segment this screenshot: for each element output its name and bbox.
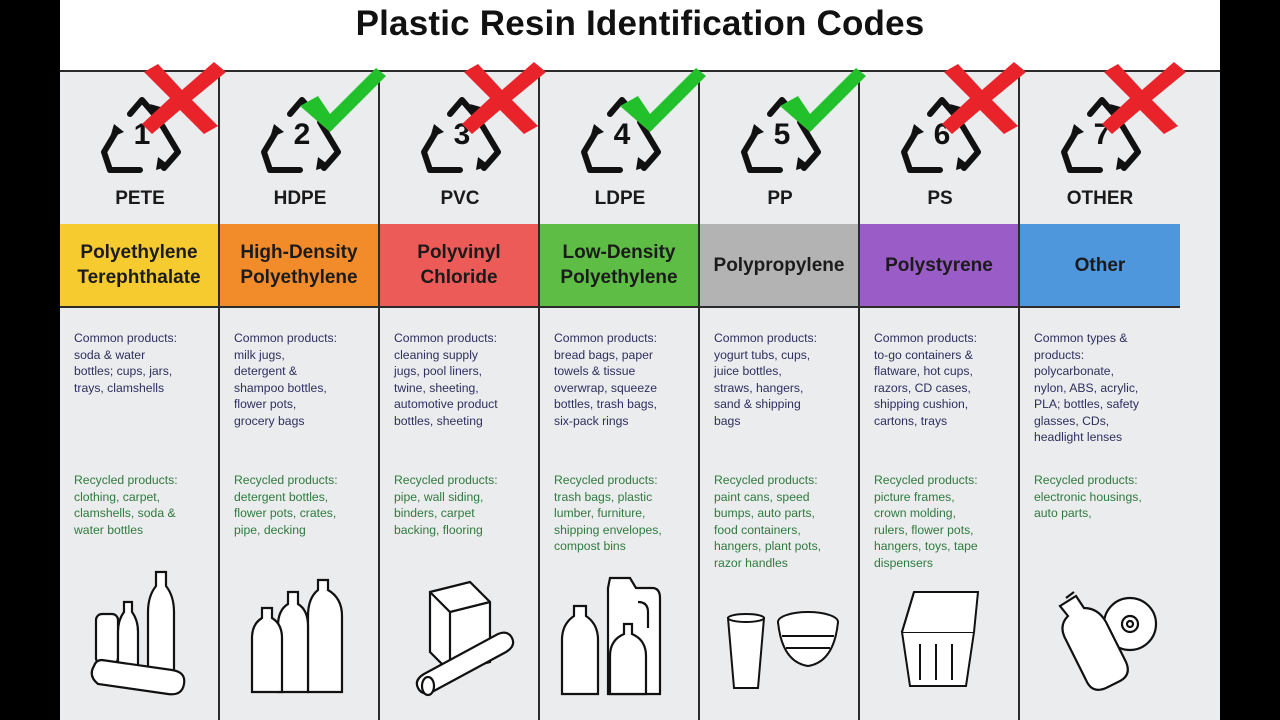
cup-and-bowl-icon <box>720 562 844 702</box>
check-mark-icon <box>616 58 708 136</box>
recycled-products-text: Recycled products: detergent bottles, fl… <box>234 473 338 537</box>
resin-abbreviation: PETE <box>115 188 165 209</box>
recycled-products-text: Recycled products: clothing, carpet, cla… <box>74 473 178 537</box>
resin-number: 5 <box>773 118 791 151</box>
resin-number: 4 <box>613 118 631 151</box>
check-mark-icon <box>776 58 868 136</box>
resin-name-line-2: Polyethylene <box>240 267 358 288</box>
resin-abbreviation: PVC <box>440 188 480 209</box>
recycled-products-text: Recycled products: picture frames, crown… <box>874 473 978 570</box>
jugs-icon <box>560 562 684 702</box>
cross-mark-icon <box>936 58 1028 136</box>
recycle-triangle-icon: 5 <box>740 94 824 178</box>
recycle-triangle-icon: 1 <box>100 94 184 178</box>
resin-abbreviation: HDPE <box>273 188 327 209</box>
page-title: Plastic Resin Identification Codes <box>355 4 925 43</box>
bottle-and-cd-icon <box>1040 562 1164 702</box>
resin-name-line-2: Polyethylene <box>560 267 678 288</box>
common-products-text: Common products: cleaning supply jugs, p… <box>394 331 498 428</box>
common-products-text: Common products: to-go containers & flat… <box>874 331 977 428</box>
recycled-products-text: Recycled products: pipe, wall siding, bi… <box>394 473 498 537</box>
resin-abbreviation: OTHER <box>1066 188 1134 209</box>
resin-abbreviation: PP <box>767 188 793 209</box>
cross-mark-icon <box>136 58 228 136</box>
resin-name-line-1: Polyethylene <box>80 242 198 263</box>
cross-mark-icon <box>456 58 548 136</box>
recycled-products-text: Recycled products: trash bags, plastic l… <box>554 473 662 553</box>
common-products-text: Common products: milk jugs, detergent & … <box>234 331 337 428</box>
resin-name-line-2: Terephthalate <box>77 267 201 288</box>
recycled-products-text: Recycled products: paint cans, speed bum… <box>714 473 822 570</box>
resin-name-line-1: Other <box>1074 254 1126 276</box>
shampoo-bottles-icon <box>240 562 364 702</box>
recycled-products-text: Recycled products: electronic housings, … <box>1034 473 1142 520</box>
common-products-text: Common products: soda & water bottles; c… <box>74 331 177 395</box>
resin-name-line-1: Low-Density <box>562 242 676 263</box>
resin-number: 2 <box>293 118 311 151</box>
resin-name-line-1: Polyvinyl <box>417 242 501 263</box>
pipe-and-siding-icon <box>400 562 524 702</box>
resin-name-band: Other <box>1020 224 1180 308</box>
resin-name-band: Polypropylene <box>700 224 858 308</box>
resin-abbreviation: PS <box>927 188 953 209</box>
resin-name-line-2: Chloride <box>420 267 498 288</box>
common-products-text: Common products: yogurt tubs, cups, juic… <box>714 331 817 428</box>
common-products-text: Common types & products: polycarbonate, … <box>1034 331 1140 444</box>
resin-name-line-1: High-Density <box>240 242 358 263</box>
resin-abbreviation: LDPE <box>594 188 646 209</box>
clamshell-container-icon <box>880 562 1004 702</box>
common-products-text: Common products: bread bags, paper towel… <box>554 331 657 428</box>
resin-name-line-1: Polystyrene <box>885 254 993 276</box>
resin-name-line-1: Polypropylene <box>713 254 845 276</box>
cross-mark-icon <box>1096 58 1188 136</box>
check-mark-icon <box>296 58 388 136</box>
resin-name-band: Polystyrene <box>860 224 1018 308</box>
bottles-icon <box>80 562 204 702</box>
